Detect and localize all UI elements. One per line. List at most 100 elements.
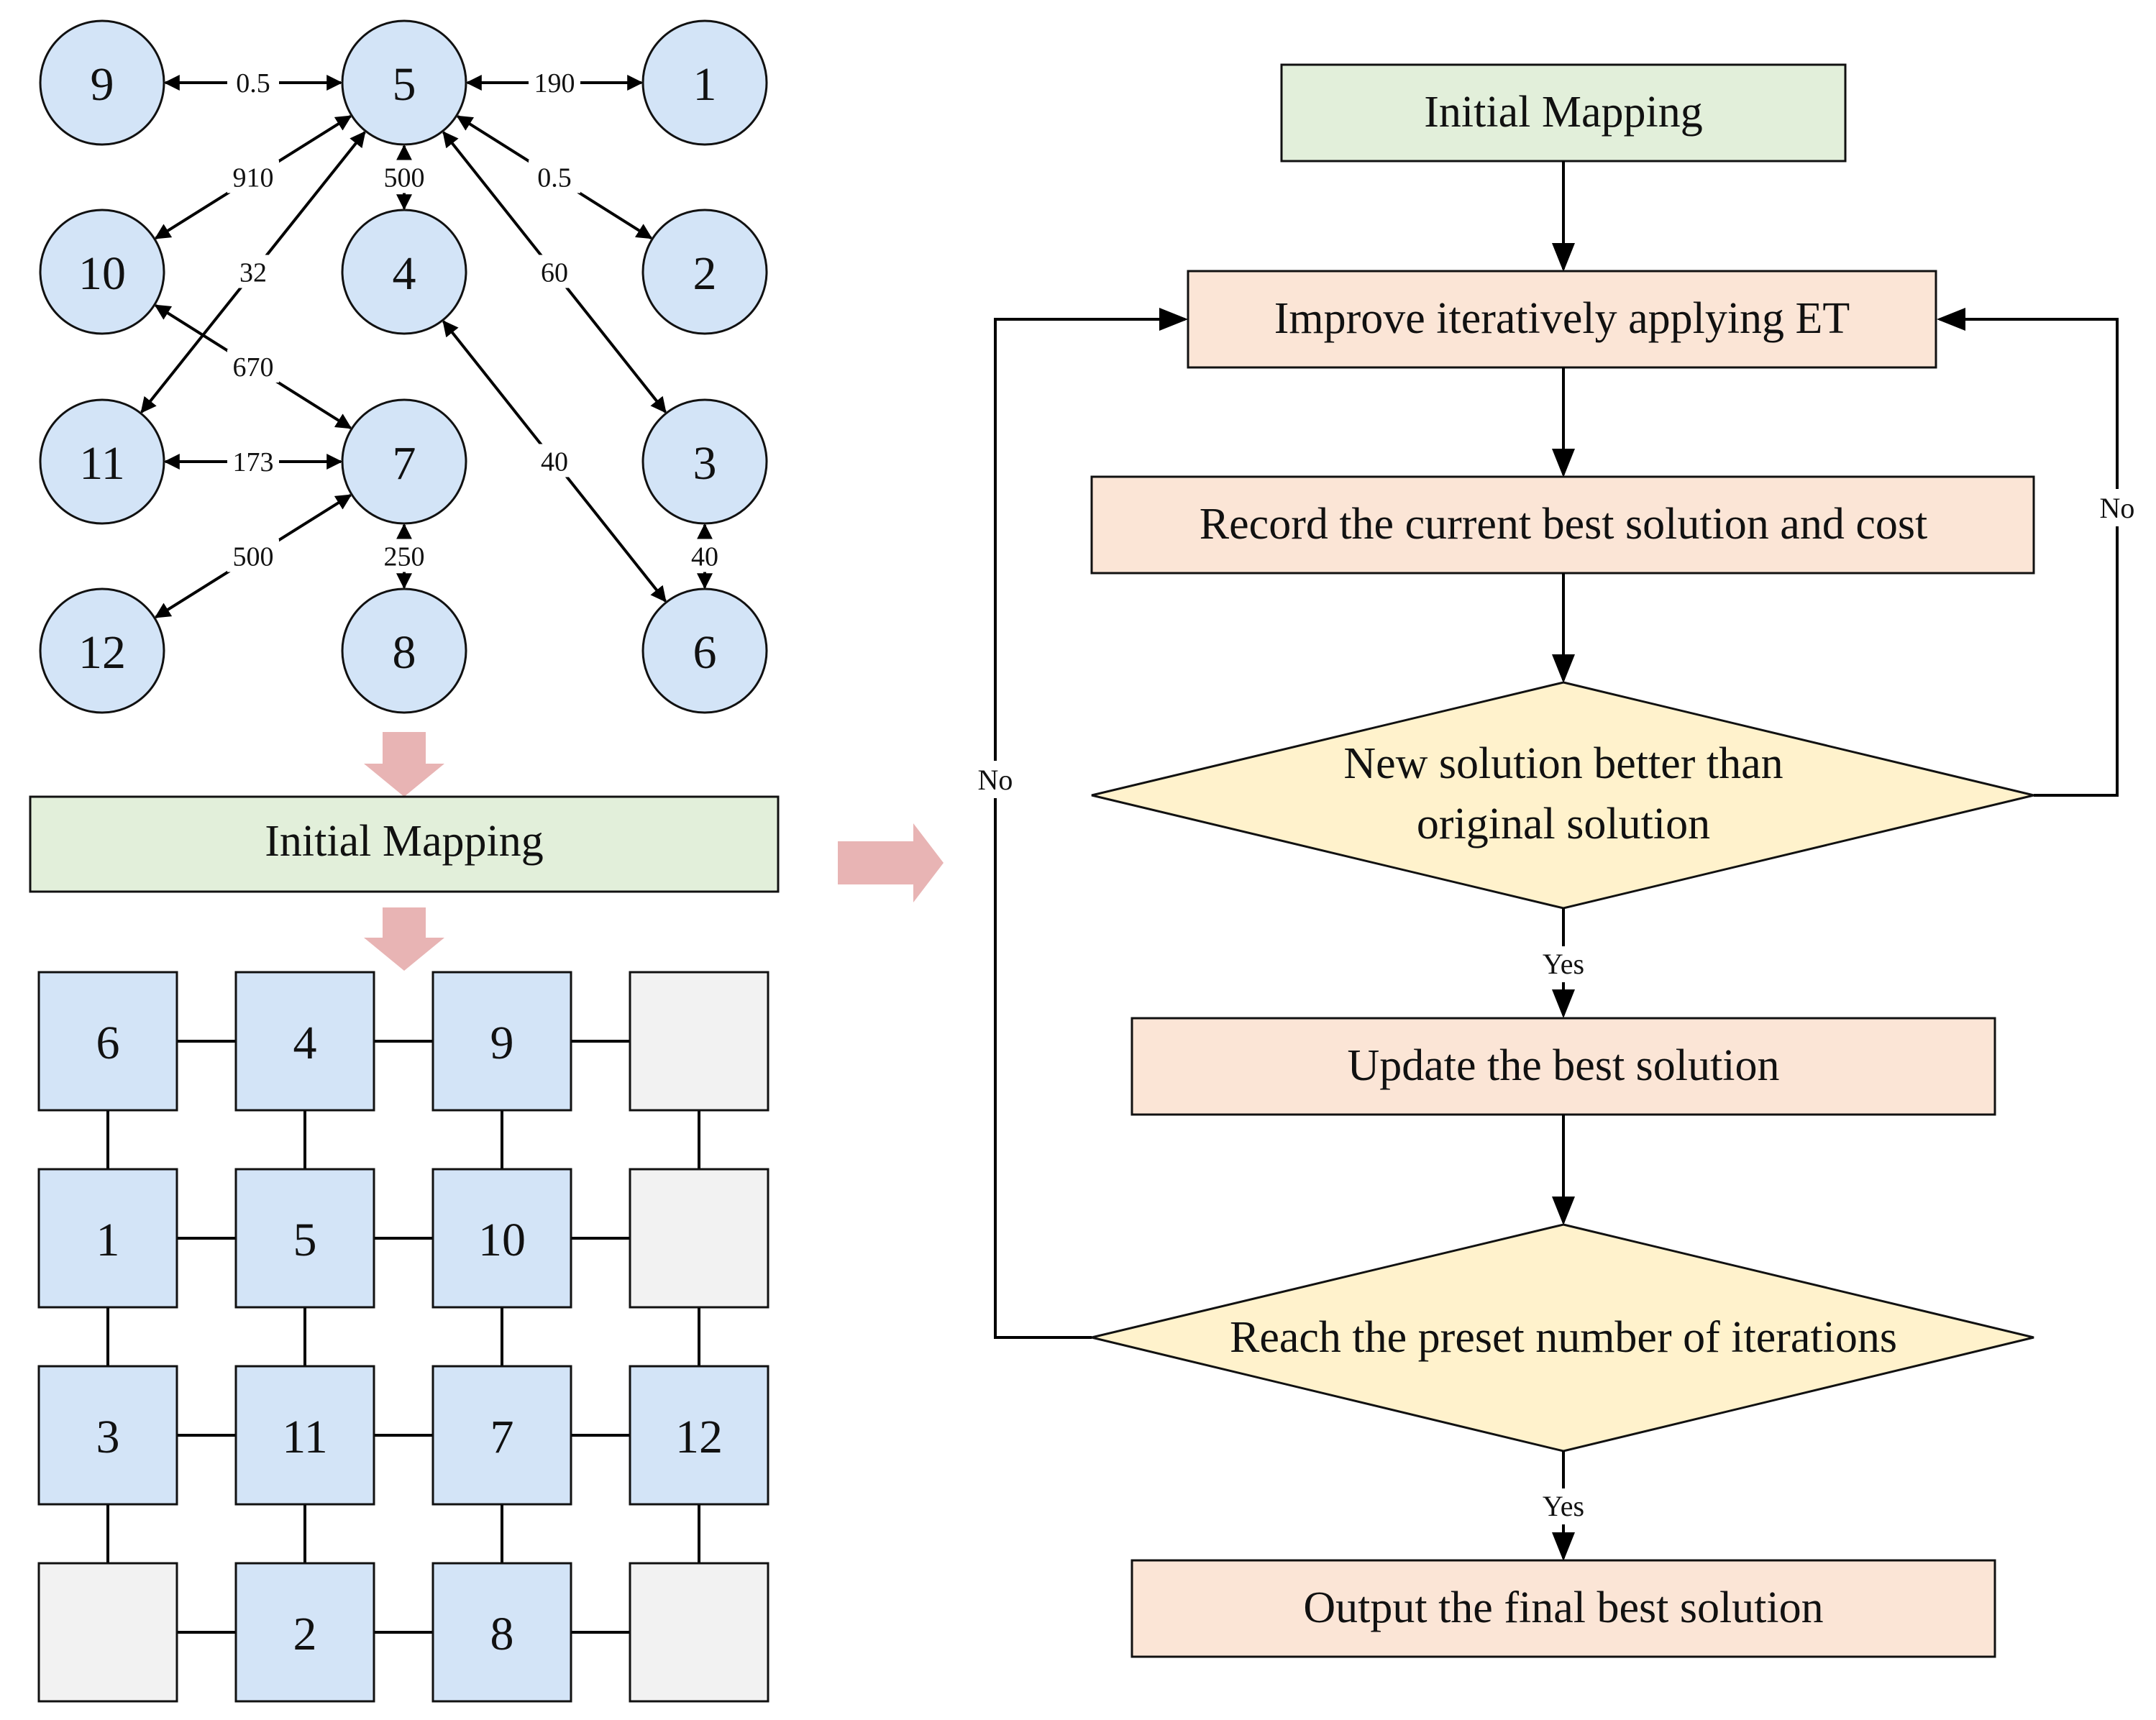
flow-output-box (1130, 1559, 1996, 1658)
flow-decision-iterations-label: Reach the preset number of iterations (1230, 1313, 1897, 1362)
mesh-cell (234, 1365, 375, 1506)
mesh-grid: 6 4 9 1 5 10 3 11 7 12 2 8 (37, 971, 769, 1703)
edge-weight-label: 32 (239, 258, 267, 288)
mesh-cell-label: 2 (293, 1608, 317, 1660)
mesh-cell-label: 1 (96, 1214, 120, 1266)
mesh-cell-label: 8 (490, 1608, 514, 1660)
mesh-cell-label: 6 (96, 1017, 120, 1069)
mesh-cell-empty (629, 1562, 769, 1703)
edge-label-background (679, 539, 731, 572)
edge-weight-label: 60 (541, 258, 568, 288)
edge-label-background (227, 65, 279, 99)
edge-label-background (529, 65, 580, 99)
left-initial-mapping-box: Initial Mapping (29, 795, 780, 893)
mesh-cell-label: 5 (293, 1214, 317, 1266)
flow-no-label-left: No (978, 764, 1013, 796)
mesh-cell (629, 1365, 769, 1506)
task-node (641, 19, 768, 146)
task-node (39, 209, 165, 335)
edge-weight-label: 40 (541, 447, 568, 477)
mesh-cell (37, 1365, 178, 1506)
flow-output-label: Output the final best solution (1303, 1583, 1823, 1632)
mesh-cell-label: 9 (490, 1017, 514, 1069)
edge-weight-label: 40 (691, 542, 718, 572)
flow-update-label: Update the best solution (1348, 1041, 1780, 1090)
task-node (641, 209, 768, 335)
flow-no-label-right: No (2100, 492, 2135, 524)
mesh-cell (234, 1168, 375, 1309)
edge-weight-label: 500 (384, 163, 425, 193)
mesh-cell (234, 1562, 375, 1703)
edge-weight-label: 250 (384, 542, 425, 572)
mesh-cell (431, 971, 572, 1112)
mesh-cell-label: 12 (675, 1411, 723, 1463)
flowchart: Initial Mapping Improve iteratively appl… (971, 63, 2142, 1658)
edge-label-background (378, 160, 430, 193)
block-arrow-right-icon (838, 823, 944, 902)
task-node-label: 1 (693, 58, 717, 111)
mesh-cell-label: 11 (282, 1411, 328, 1463)
task-node-label: 4 (393, 247, 416, 300)
task-node (39, 19, 165, 146)
mesh-cell (431, 1365, 572, 1506)
edge-label-background (227, 255, 279, 288)
edge-weight-label: 0.5 (236, 68, 270, 99)
flow-record-label: Record the current best solution and cos… (1200, 500, 1927, 549)
edge-label-background (378, 539, 430, 572)
mesh-cell (431, 1562, 572, 1703)
task-node (641, 587, 768, 714)
flow-decision-better (1091, 681, 2034, 910)
flow-decision-better-line1: New solution better than (1343, 739, 1783, 788)
mesh-cell-label: 7 (490, 1411, 514, 1463)
mesh-links (106, 1040, 700, 1634)
task-node-label: 5 (393, 58, 416, 111)
task-node-label: 10 (78, 247, 126, 300)
flow-no-loop-right (1937, 308, 2119, 797)
flow-start-box (1280, 63, 1847, 163)
edge-weight-label: 500 (233, 542, 274, 572)
task-node-label: 6 (693, 626, 717, 679)
task-node (641, 398, 768, 525)
edge-weight-label: 0.5 (537, 163, 572, 193)
task-node-label: 12 (78, 626, 126, 679)
mesh-cell-label: 4 (293, 1017, 317, 1069)
task-node-label: 9 (91, 58, 114, 111)
task-node (341, 398, 467, 525)
mesh-cell-empty (629, 971, 769, 1112)
edge-label-background (529, 255, 580, 288)
mesh-cell (431, 1168, 572, 1309)
task-node-label: 3 (693, 437, 717, 490)
mesh-cell-label: 3 (96, 1411, 120, 1463)
task-node (341, 587, 467, 714)
flow-decision-better-line2: original solution (1417, 800, 1710, 848)
flow-improve-label: Improve iteratively applying ET (1274, 294, 1850, 343)
mesh-cell-label: 10 (478, 1214, 526, 1266)
mesh-cell-empty (37, 1562, 178, 1703)
task-node-label: 8 (393, 626, 416, 679)
task-node (39, 587, 165, 714)
mesh-cell-empty (629, 1168, 769, 1309)
task-node-label: 2 (693, 247, 717, 300)
edge-label-background (529, 444, 580, 477)
task-node-label: 7 (393, 437, 416, 490)
flow-yes-label-1: Yes (1543, 948, 1584, 980)
flow-yes-label-2: Yes (1543, 1490, 1584, 1522)
mesh-cell (37, 1168, 178, 1309)
flow-no-loop-left (994, 308, 1188, 1339)
task-node-label: 11 (79, 437, 125, 490)
edge-label-background (227, 539, 279, 572)
block-arrow-down-icon (364, 907, 444, 971)
flow-update-box (1130, 1017, 1996, 1116)
task-node (341, 19, 467, 146)
edge-weight-label: 910 (233, 163, 274, 193)
task-node (39, 398, 165, 525)
task-graph-nodes: 9 5 1 10 4 2 11 7 3 12 8 6 (39, 19, 768, 714)
edge-weight-label: 190 (534, 68, 575, 99)
block-arrow-down-icon (364, 732, 444, 797)
edge-label-background (227, 349, 279, 383)
flow-record-box (1090, 475, 2035, 575)
edge-weight-label: 173 (233, 447, 274, 477)
task-node (341, 209, 467, 335)
